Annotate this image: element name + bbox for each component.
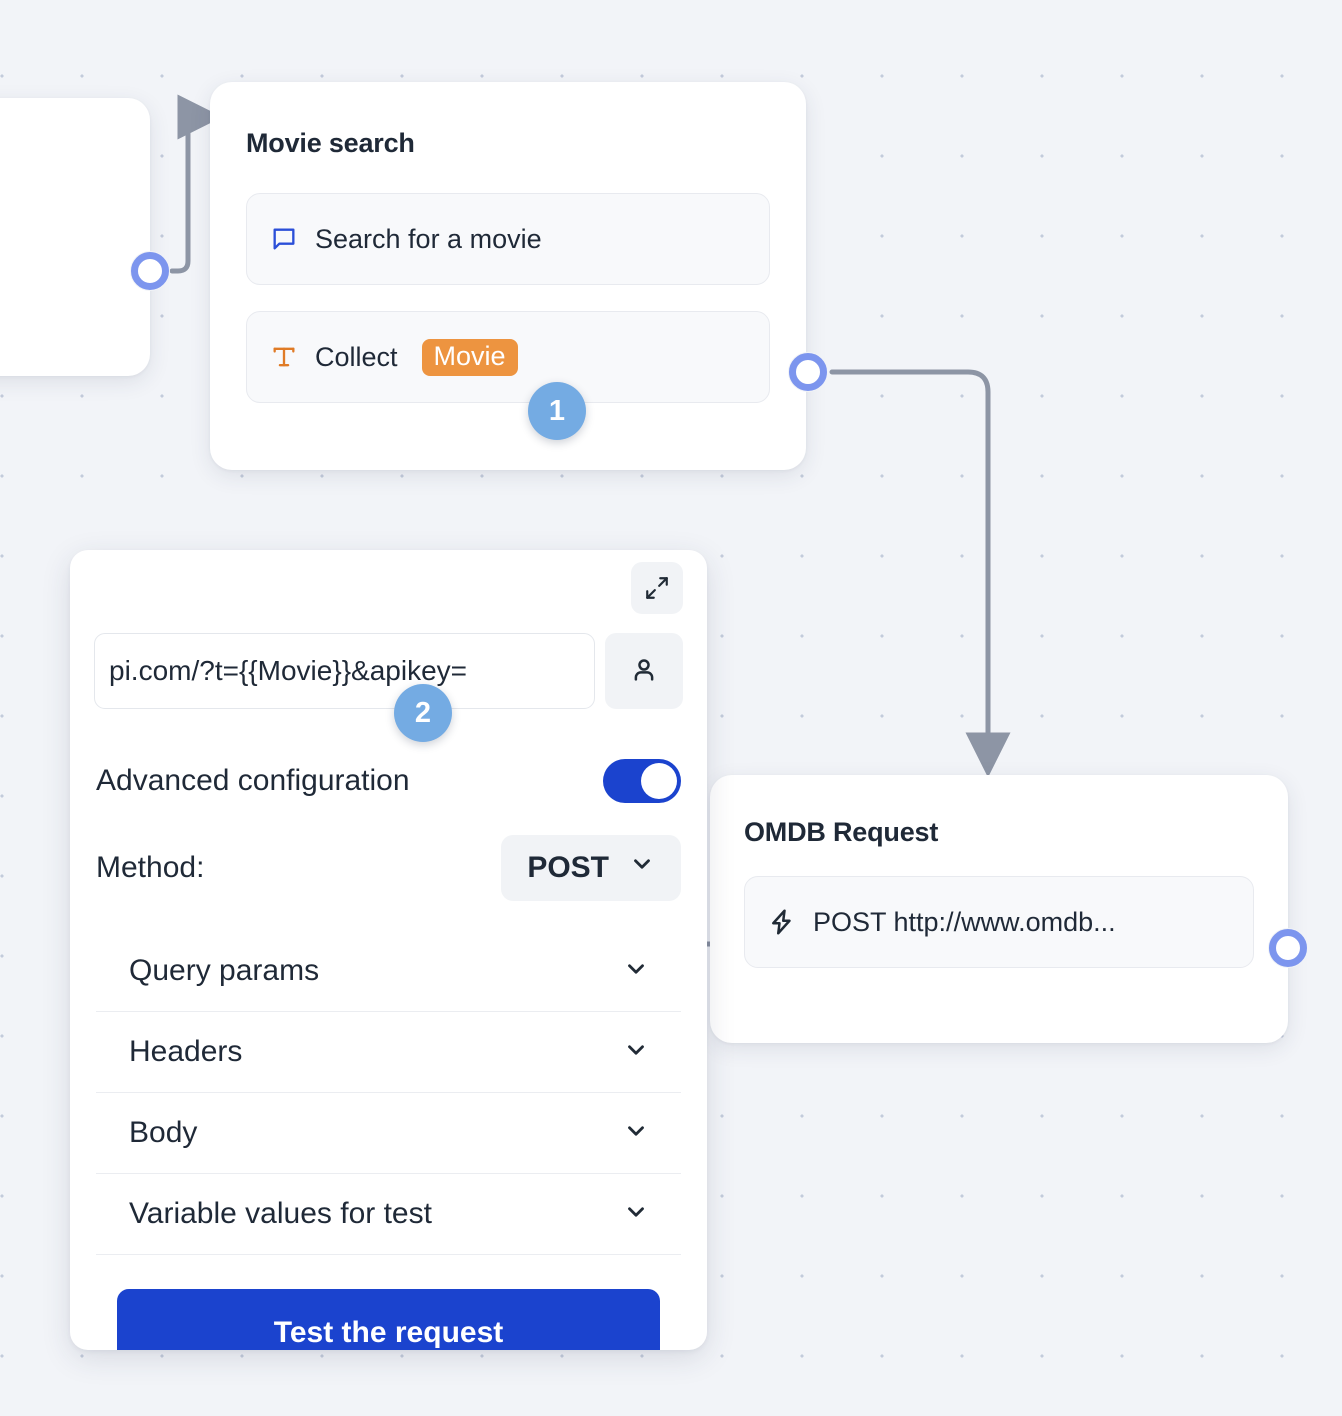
node-row-search-for-a-movie[interactable]: Search for a movie [246, 193, 770, 285]
person-icon [629, 655, 659, 688]
node-partial-left[interactable] [0, 98, 150, 376]
accordion-item-body[interactable]: Body [96, 1093, 681, 1174]
accordion-label: Headers [129, 1035, 243, 1068]
node-omdb-request[interactable]: OMDB Request POST http://www.omdb... [710, 775, 1288, 1043]
test-the-request-button[interactable]: Test the request [117, 1289, 660, 1350]
node-movie-search[interactable]: Movie search Search for a movie Collect [210, 82, 806, 470]
edge-left-to-movie-search [169, 94, 223, 274]
advanced-configuration-row: Advanced configuration [94, 759, 683, 803]
advanced-configuration-label: Advanced configuration [96, 764, 410, 797]
accordion-label: Body [129, 1116, 198, 1149]
method-label: Method: [96, 851, 205, 884]
chevron-down-icon [623, 1118, 649, 1149]
url-row [94, 633, 683, 709]
step-marker-2: 2 [394, 684, 452, 742]
node-row-collect-movie[interactable]: Collect Movie [246, 311, 770, 403]
node-row-label: POST http://www.omdb... [813, 906, 1116, 937]
text-T-icon [269, 342, 299, 372]
request-url-input[interactable] [94, 633, 595, 709]
node-row-label: Search for a movie [315, 223, 542, 254]
advanced-configuration-toggle[interactable] [603, 759, 681, 803]
node-title-omdb-request: OMDB Request [744, 817, 939, 847]
accordion-label: Variable values for test [129, 1197, 432, 1230]
port-movie-search-output[interactable] [788, 352, 828, 392]
person-icon-button[interactable] [605, 633, 683, 709]
method-row: Method: POST [94, 835, 683, 901]
chevron-down-icon [623, 1037, 649, 1068]
node-title-movie-search: Movie search [246, 128, 415, 158]
port-omdb-request-output[interactable] [1268, 928, 1308, 968]
accordion-item-query-params[interactable]: Query params [96, 931, 681, 1012]
edge-movie-search-to-omdb [829, 369, 1011, 778]
node-row-label: Collect [315, 341, 398, 372]
accordion-item-headers[interactable]: Headers [96, 1012, 681, 1093]
method-select[interactable]: POST [501, 835, 681, 901]
accordion-item-variable-values-for-test[interactable]: Variable values for test [96, 1174, 681, 1255]
method-selected-value: POST [527, 851, 609, 884]
accordion-label: Query params [129, 954, 320, 987]
step-marker-1: 1 [528, 382, 586, 440]
chevron-down-icon [629, 851, 655, 885]
variable-chip-movie[interactable]: Movie [421, 338, 518, 376]
chevron-down-icon [623, 956, 649, 987]
node-row-post-request[interactable]: POST http://www.omdb... [744, 876, 1254, 968]
lightning-bolt-icon [767, 907, 797, 937]
request-config-panel[interactable]: Advanced configuration Method: POST Quer… [70, 550, 707, 1350]
chevron-down-icon [623, 1199, 649, 1230]
port-left-node-output[interactable] [130, 251, 170, 291]
expand-arrows-icon[interactable] [631, 562, 683, 614]
request-accordion: Query params Headers Body [94, 931, 683, 1255]
message-bubble-icon [269, 224, 299, 254]
